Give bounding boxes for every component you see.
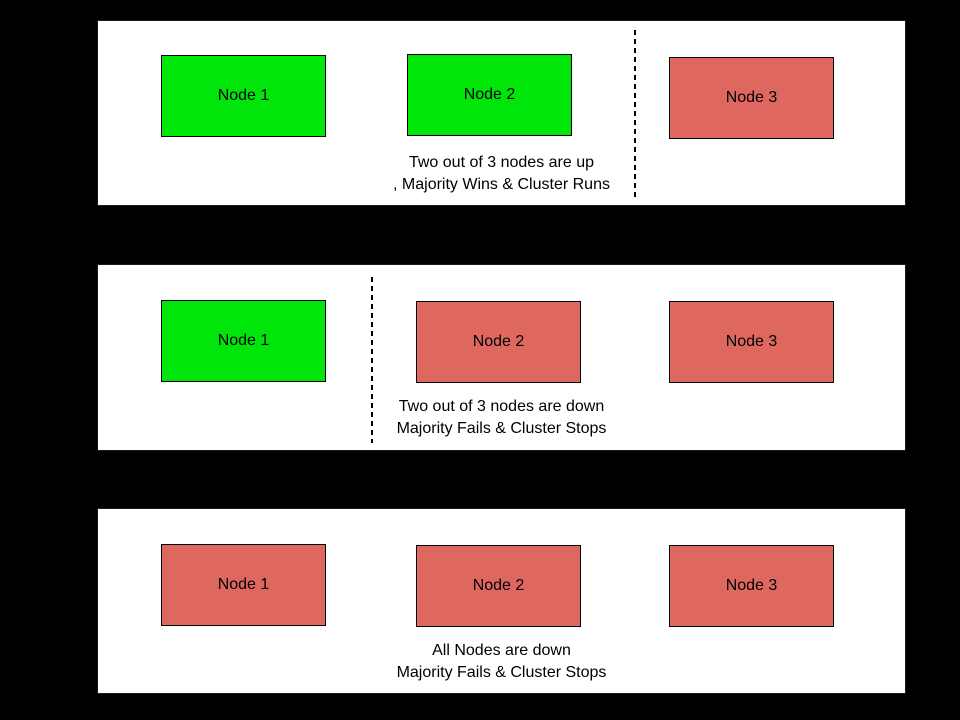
node-label: Node 3 bbox=[725, 89, 778, 106]
node-box-3-down: Node 3 bbox=[669, 545, 834, 627]
node-box-1-up: Node 1 bbox=[161, 300, 326, 382]
node-box-3-down: Node 3 bbox=[669, 57, 834, 139]
caption-line-1: Two out of 3 nodes are down bbox=[398, 398, 605, 415]
node-box-3-down: Node 3 bbox=[669, 301, 834, 383]
node-label: Node 1 bbox=[217, 332, 270, 349]
node-box-2-down: Node 2 bbox=[416, 545, 581, 627]
caption-line-1: Two out of 3 nodes are up bbox=[408, 154, 594, 171]
node-label: Node 3 bbox=[725, 333, 778, 350]
caption-line-2: Majority Fails & Cluster Stops bbox=[396, 420, 607, 437]
quorum-divider-line bbox=[371, 277, 373, 443]
caption-line-1: All Nodes are down bbox=[432, 642, 571, 659]
panel-caption: Two out of 3 nodes are up , Majority Wins… bbox=[98, 152, 905, 196]
node-label: Node 1 bbox=[217, 87, 270, 104]
node-label: Node 2 bbox=[472, 333, 525, 350]
node-box-2-down: Node 2 bbox=[416, 301, 581, 383]
scenario-panel-two-up: Node 1 Node 2 Node 3 Two out of 3 nodes … bbox=[97, 20, 906, 206]
quorum-divider-line bbox=[634, 30, 636, 197]
node-box-2-up: Node 2 bbox=[407, 54, 572, 136]
node-box-1-down: Node 1 bbox=[161, 544, 326, 626]
caption-line-2: Majority Fails & Cluster Stops bbox=[396, 664, 607, 681]
node-label: Node 1 bbox=[217, 576, 270, 593]
caption-line-2: , Majority Wins & Cluster Runs bbox=[393, 176, 610, 193]
node-label: Node 3 bbox=[725, 577, 778, 594]
node-box-1-up: Node 1 bbox=[161, 55, 326, 137]
node-label: Node 2 bbox=[472, 577, 525, 594]
scenario-panel-two-down: Node 1 Node 2 Node 3 Two out of 3 nodes … bbox=[97, 264, 906, 451]
node-label: Node 2 bbox=[463, 86, 516, 103]
